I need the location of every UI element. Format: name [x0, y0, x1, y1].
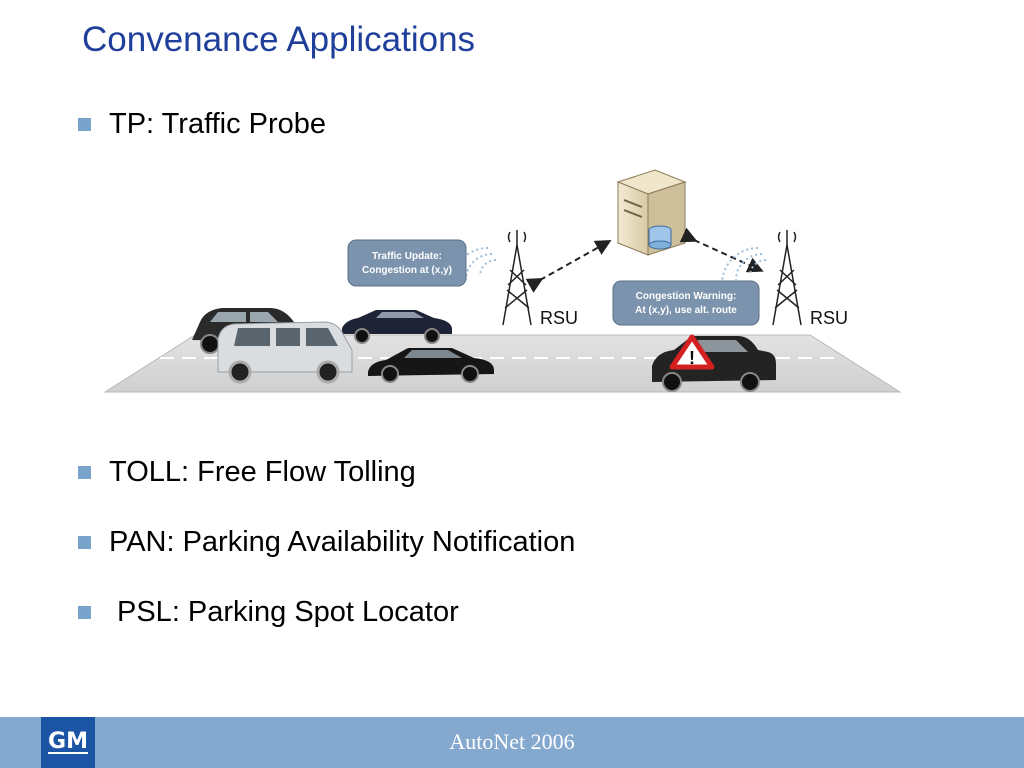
bullet-square-icon [78, 118, 91, 131]
bubble-left-line2: Congestion at (x,y) [362, 265, 452, 276]
slide-title: Convenance Applications [82, 20, 476, 59]
traffic-update-bubble: Traffic Update: Congestion at (x,y) [347, 239, 467, 287]
downlink-arrow [679, 227, 764, 273]
bubble-right-line2: At (x,y), use alt. route [635, 305, 737, 316]
warning-symbol: ! [689, 348, 695, 368]
bullet-parking-availability: PAN: Parking Availability Notification [78, 526, 575, 559]
footer-text: AutoNet 2006 [449, 729, 575, 754]
bullet-traffic-probe: TP: Traffic Probe [78, 108, 326, 141]
car-dark-sedan-icon [342, 310, 452, 344]
bullet-parking-spot-locator: PSL: Parking Spot Locator [78, 596, 459, 629]
rsu-tower-left-icon [502, 230, 532, 326]
bullet-text: TP: Traffic Probe [109, 108, 327, 140]
traffic-probe-diagram: RSU RSU Traffic Update: Congestion at (x… [103, 169, 902, 393]
gm-logo: GM [41, 717, 95, 768]
bubble-right-line1: Congestion Warning: [636, 291, 737, 302]
bullet-text: TOLL: Free Flow Tolling [109, 456, 416, 488]
congestion-warning-bubble: Congestion Warning: At (x,y), use alt. r… [612, 280, 760, 326]
bullet-square-icon [78, 536, 91, 549]
bullet-square-icon [78, 606, 91, 619]
signal-waves-right [721, 247, 767, 285]
warning-triangle-icon: ! [669, 334, 715, 370]
bullet-text: PSL: Parking Spot Locator [117, 596, 459, 628]
rsu-left-label: RSU [540, 308, 578, 328]
footer-bar [0, 717, 1024, 768]
server-icon [616, 169, 687, 256]
bullet-free-flow-tolling: TOLL: Free Flow Tolling [78, 456, 416, 489]
rsu-tower-right-icon [772, 230, 802, 326]
car-silver-van-icon [217, 321, 353, 384]
rsu-right-label: RSU [810, 308, 848, 328]
bullet-square-icon [78, 466, 91, 479]
bullet-text: PAN: Parking Availability Notification [109, 526, 576, 558]
gm-logo-text: GM [48, 728, 88, 754]
bubble-left-line1: Traffic Update: [372, 251, 442, 262]
car-black-coupe-icon [368, 348, 494, 383]
uplink-arrow [525, 240, 612, 293]
